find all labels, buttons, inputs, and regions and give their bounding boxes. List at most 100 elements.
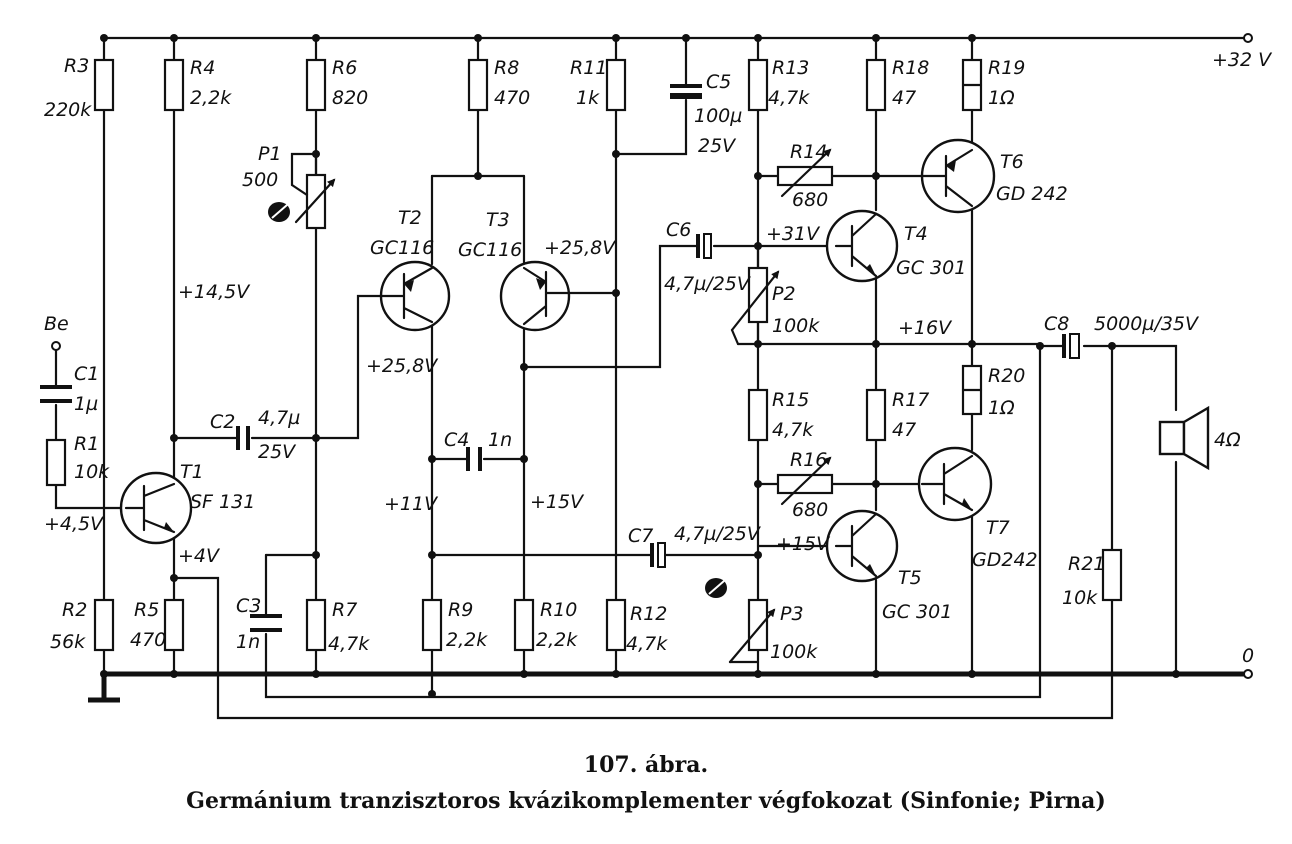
label-p2-name: P2 <box>772 283 796 305</box>
label-r3-value: 220k <box>44 99 92 121</box>
label-voltages-v4: +4V <box>178 545 221 567</box>
label-r17-name: R17 <box>892 389 929 411</box>
label-r1-name: R1 <box>74 433 99 455</box>
label-voltages-v11: +11V <box>384 493 439 515</box>
label-r4-value: 2,2k <box>190 87 232 109</box>
label-r8-name: R8 <box>494 57 519 79</box>
label-c5-value: 100µ <box>694 105 742 127</box>
transistor-T4 <box>825 209 899 283</box>
label-r14-name: R14 <box>790 141 827 163</box>
resistor-R5 <box>163 598 185 652</box>
label-r18-name: R18 <box>892 57 929 79</box>
label-voltages-v16: +16V <box>898 317 953 339</box>
label-r16-value: 680 <box>792 499 828 521</box>
label-voltages-v15a: +15V <box>530 491 585 513</box>
label-r6-name: R6 <box>332 57 357 79</box>
label-p3-name: P3 <box>780 603 804 625</box>
label-r20-name: R20 <box>988 365 1025 387</box>
resistor-R8 <box>467 58 489 112</box>
label-c4-name: C4 <box>444 429 469 451</box>
label-t6-type: GD 242 <box>996 183 1068 205</box>
label-r1-value: 10k <box>74 461 110 483</box>
capacitor-C4 <box>466 447 482 471</box>
label-input: Be <box>44 313 69 335</box>
label-r15-name: R15 <box>772 389 809 411</box>
label-c1-name: C1 <box>74 363 99 385</box>
resistor-R2 <box>93 598 115 652</box>
label-c2-value: 4,7µ <box>258 407 300 429</box>
label-t7-name: T7 <box>986 517 1010 539</box>
capacitor-C3 <box>250 614 282 632</box>
label-r9-name: R9 <box>448 599 473 621</box>
label-r11-value: 1k <box>576 87 600 109</box>
label-t3-name: T3 <box>486 209 510 231</box>
label-c7-name: C7 <box>628 525 653 547</box>
pot-P3 <box>747 598 769 652</box>
label-r15-value: 4,7k <box>772 419 814 441</box>
capacitors <box>40 84 1080 632</box>
ground-terminal <box>1243 669 1253 679</box>
input-terminal <box>51 341 61 351</box>
label-r5-value: 470 <box>130 629 166 651</box>
label-r6-value: 820 <box>332 87 368 109</box>
resistors <box>45 58 1123 652</box>
resistor-R1 <box>45 438 67 487</box>
label-c5-value2: 25V <box>698 135 737 157</box>
transistor-T7 <box>917 446 993 522</box>
label-r2-name: R2 <box>62 599 87 621</box>
label-r20-value: 1Ω <box>988 397 1015 419</box>
label-r21-value: 10k <box>1062 587 1098 609</box>
resistor-R6 <box>305 58 327 112</box>
label-r3-name: R3 <box>64 55 89 77</box>
label-voltages-v145: +14,5V <box>178 281 251 303</box>
label-c3-name: C3 <box>236 595 261 617</box>
label-c8-value: 5000µ/35V <box>1094 313 1200 335</box>
label-r9-value: 2,2k <box>446 629 488 651</box>
label-ground: 0 <box>1242 645 1254 667</box>
label-r10-name: R10 <box>540 599 577 621</box>
label-r12-name: R12 <box>630 603 667 625</box>
resistor-R4 <box>163 58 185 112</box>
label-c7-value: 4,7µ/25V <box>674 523 762 545</box>
label-p1-name: P1 <box>258 143 282 165</box>
label-r17-value: 47 <box>892 419 916 441</box>
label-t5-name: T5 <box>898 567 922 589</box>
resistor-R17 <box>865 388 887 442</box>
label-t1-type: SF 131 <box>190 491 255 513</box>
label-t4-name: T4 <box>904 223 928 245</box>
label-r13-name: R13 <box>772 57 809 79</box>
transistor-T2 <box>379 260 451 332</box>
junction-dots <box>100 34 1180 698</box>
label-r14-value: 680 <box>792 189 828 211</box>
transistor-T6 <box>920 138 996 214</box>
label-c2-value2: 25V <box>258 441 297 463</box>
label-voltages-v45: +4,5V <box>44 513 105 535</box>
resistor-R3 <box>93 58 115 112</box>
label-r18-value: 47 <box>892 87 916 109</box>
label-r4-name: R4 <box>190 57 215 79</box>
label-t2-type: GC116 <box>370 237 434 259</box>
supply-terminal <box>1243 33 1253 43</box>
figure-number: 107. ábra. <box>583 752 709 778</box>
resistor-R14 <box>776 165 834 187</box>
label-p3-value: 100k <box>770 641 818 663</box>
potentiometers <box>268 173 780 664</box>
resistor-R10 <box>513 598 535 652</box>
resistor-R13 <box>747 58 769 112</box>
label-r11-name: R11 <box>570 57 607 79</box>
chassis-ground-symbol <box>88 674 120 703</box>
label-r19-name: R19 <box>988 57 1025 79</box>
figure-caption: Germánium tranzisztoros kvázikomplemente… <box>186 788 1106 814</box>
transistor-T5 <box>825 509 899 583</box>
speaker-icon <box>1158 405 1210 471</box>
label-t7-type: GD242 <box>972 549 1038 571</box>
label-r21-name: R21 <box>1068 553 1105 575</box>
resistor-R7 <box>305 598 327 652</box>
label-p2-value: 100k <box>772 315 820 337</box>
label-supply: +32 V <box>1212 49 1273 71</box>
label-c6-name: C6 <box>666 219 691 241</box>
capacitor-C2 <box>236 426 250 450</box>
label-t6-name: T6 <box>1000 151 1024 173</box>
